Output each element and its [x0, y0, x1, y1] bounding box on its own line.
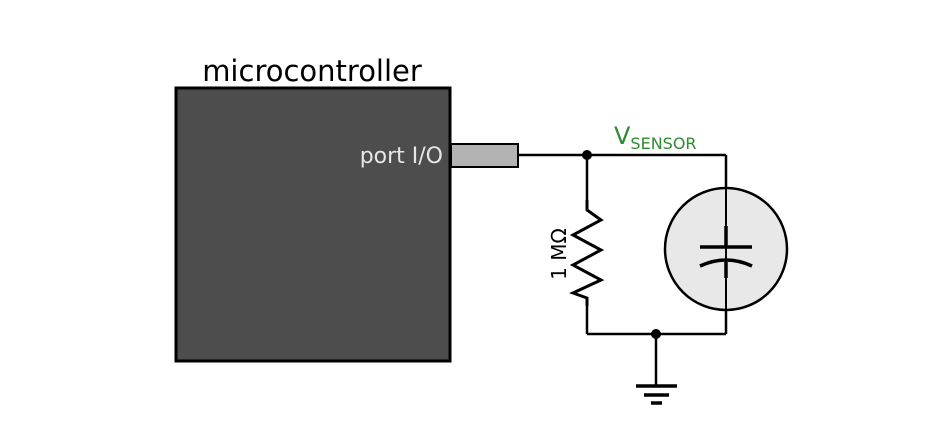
microcontroller-block	[174, 86, 452, 363]
junction-dot-bottom	[651, 329, 661, 339]
capacitive-sensor	[663, 186, 789, 312]
ground-symbol	[636, 384, 677, 405]
vsensor-label: VSENSOR	[614, 122, 697, 153]
port-io-label: port I/O	[360, 144, 443, 169]
resistor	[569, 200, 605, 306]
junction-dot-top	[582, 150, 592, 160]
resistor-label: 1 MΩ	[547, 228, 571, 280]
vsensor-main: V	[614, 122, 631, 150]
port-pin	[450, 143, 519, 168]
microcontroller-label: microcontroller	[202, 54, 422, 88]
capacitor-plate-curved	[699, 258, 753, 268]
vsensor-subscript: SENSOR	[630, 134, 696, 153]
